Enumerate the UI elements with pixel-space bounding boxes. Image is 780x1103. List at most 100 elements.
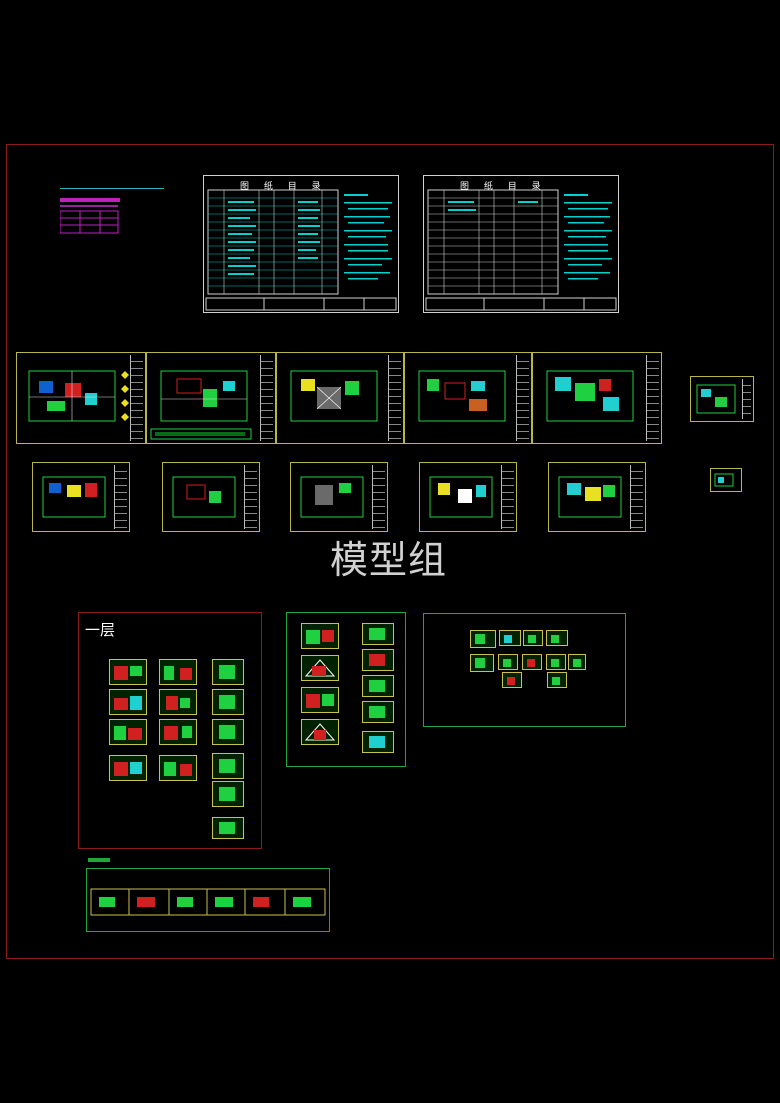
detail-graphic [551, 635, 559, 643]
title-block [244, 465, 257, 529]
second-floor-group[interactable] [286, 612, 406, 767]
elevation-thumbnail[interactable] [212, 719, 244, 745]
elevation-thumbnail[interactable] [159, 689, 197, 715]
elevation-thumbnail[interactable] [109, 755, 147, 781]
bottom-strip-group[interactable] [86, 868, 330, 932]
detail-thumbnail[interactable] [470, 654, 494, 672]
elevation-thumbnail[interactable] [301, 623, 339, 649]
index-table-graphic [205, 189, 397, 311]
title-block [372, 465, 385, 529]
floor-plan-graphic [418, 370, 506, 422]
floor-plan-sheet[interactable] [290, 462, 388, 532]
bottom-strip-graphic [90, 888, 326, 916]
elevation-thumbnail[interactable] [159, 755, 197, 781]
floor-plan-sheet-small[interactable] [690, 376, 754, 422]
first-floor-group[interactable]: 一层 [78, 612, 262, 849]
title-block [742, 379, 751, 419]
elevation-thumbnail[interactable] [212, 781, 244, 807]
elevation-thumbnail[interactable] [159, 659, 197, 685]
elevation-thumbnail[interactable] [301, 687, 339, 713]
third-floor-group[interactable] [423, 613, 626, 727]
floor-plan-graphic [558, 476, 622, 518]
floor-plan-sheet[interactable] [548, 462, 646, 532]
floor-plan-graphic [42, 476, 106, 518]
elevation-graphic [166, 696, 190, 710]
drawing-index-sheet-2[interactable]: 图 纸 目 录 [423, 175, 619, 313]
elevation-graphic [304, 659, 336, 677]
bottom-strip-label [88, 858, 110, 862]
elevation-graphic [114, 726, 142, 740]
title-block [388, 355, 401, 441]
elevation-thumbnail[interactable] [362, 623, 394, 645]
drawing-index-sheet-1[interactable]: 图 纸 目 录 [203, 175, 399, 313]
elevation-graphic [304, 723, 336, 741]
elevation-thumbnail[interactable] [109, 689, 147, 715]
detail-thumbnail[interactable] [568, 654, 586, 670]
elevation-graphic [369, 628, 385, 640]
elevation-graphic [114, 762, 142, 776]
detail-thumbnail[interactable] [499, 630, 521, 646]
elevation-thumbnail[interactable] [159, 719, 197, 745]
title-block [260, 355, 273, 441]
detail-thumbnail[interactable] [546, 630, 568, 646]
detail-graphic [503, 659, 511, 667]
index-table-graphic [425, 189, 617, 311]
detail-graphic [528, 635, 536, 643]
detail-graphic [552, 677, 560, 685]
floor-plan-sheet[interactable] [32, 462, 130, 532]
floor-plan-sheet-small[interactable] [710, 468, 742, 492]
title-block [630, 465, 643, 529]
floor-plan-sheet[interactable] [146, 352, 276, 444]
floor-plan-sheet[interactable] [162, 462, 260, 532]
floor-plan-sheet[interactable] [419, 462, 517, 532]
detail-thumbnail[interactable] [502, 672, 522, 688]
detail-graphic [507, 677, 515, 685]
detail-graphic [573, 659, 581, 667]
legend-line [60, 188, 164, 189]
floor-plan-graphic [429, 476, 493, 518]
detail-graphic [475, 658, 485, 668]
detail-thumbnail[interactable] [547, 672, 567, 688]
title-block [114, 465, 127, 529]
elevation-thumbnail[interactable] [362, 701, 394, 723]
detail-thumbnail[interactable] [498, 654, 518, 670]
floor-plan-graphic [28, 370, 129, 422]
floor-plan-graphic [150, 370, 252, 440]
detail-thumbnail[interactable] [470, 630, 496, 648]
detail-thumbnail[interactable] [522, 654, 542, 670]
elevation-thumbnail[interactable] [212, 659, 244, 685]
title-block [501, 465, 514, 529]
elevation-graphic [219, 665, 235, 679]
floor-plan-graphic [546, 370, 634, 422]
floor-plan-sheet[interactable] [532, 352, 662, 444]
elevation-thumbnail[interactable] [362, 731, 394, 753]
detail-graphic [475, 634, 485, 644]
drawing-index-title: 图 纸 目 录 [460, 182, 547, 192]
elevation-thumbnail[interactable] [109, 719, 147, 745]
drawing-frame [6, 144, 774, 959]
detail-thumbnail[interactable] [546, 654, 566, 670]
elevation-thumbnail[interactable] [212, 753, 244, 779]
floor-plan-graphic [290, 370, 378, 422]
elevation-graphic [164, 762, 192, 776]
elevation-thumbnail[interactable] [362, 649, 394, 671]
elevation-thumbnail[interactable] [212, 689, 244, 715]
elevation-thumbnail[interactable] [301, 655, 339, 681]
elevation-thumbnail[interactable] [301, 719, 339, 745]
floor-plan-graphic [172, 476, 236, 518]
elevation-thumbnail[interactable] [109, 659, 147, 685]
elevation-graphic [219, 822, 235, 834]
detail-graphic [504, 635, 512, 643]
detail-thumbnail[interactable] [523, 630, 543, 646]
elevation-graphic [114, 666, 142, 680]
elevation-thumbnail[interactable] [362, 675, 394, 697]
elevation-graphic [369, 706, 385, 718]
floor-plan-sheet[interactable] [16, 352, 146, 444]
floor-plan-sheet[interactable] [276, 352, 404, 444]
elevation-thumbnail[interactable] [212, 817, 244, 839]
elevation-graphic [219, 787, 235, 801]
floor-plan-sheet[interactable] [404, 352, 532, 444]
elevation-graphic [219, 725, 235, 739]
floor-plan-graphic [714, 473, 734, 487]
elevation-graphic [369, 736, 385, 748]
